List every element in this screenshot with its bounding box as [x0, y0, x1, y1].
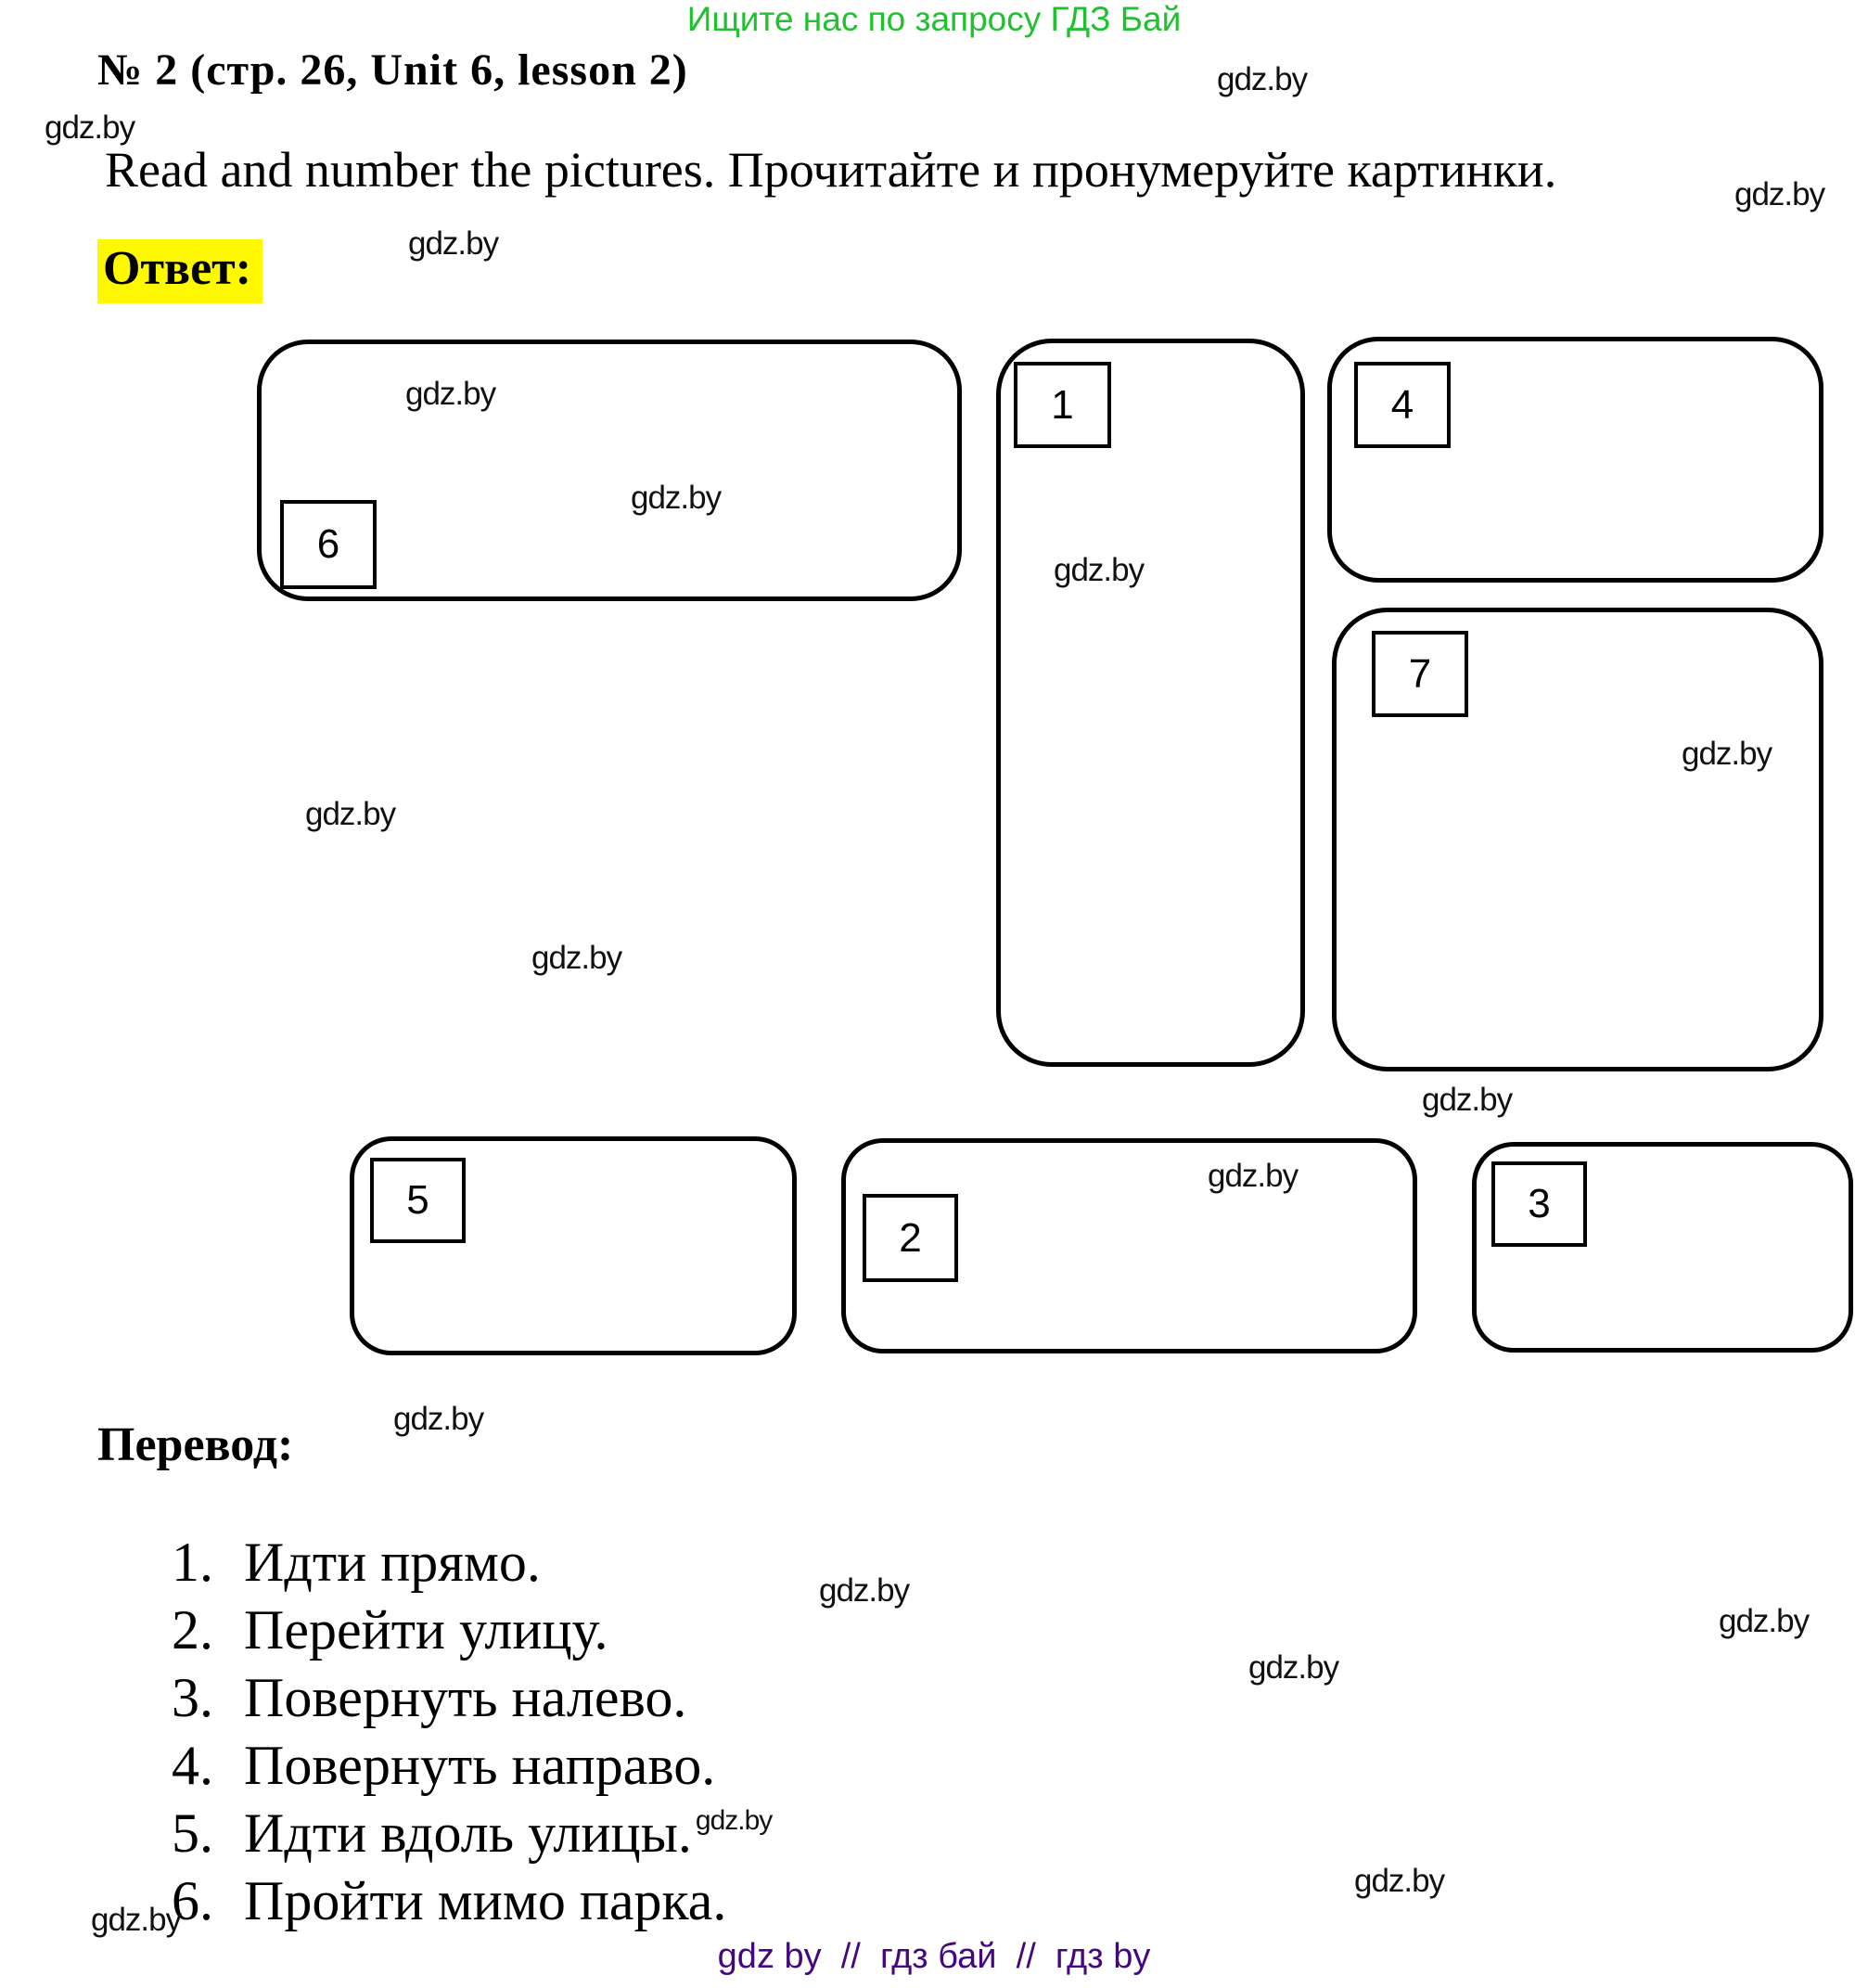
list-item-text: Идти прямо. — [244, 1532, 541, 1593]
watermark-gdz: gdz.by — [91, 1902, 182, 1938]
answer-number: 2 — [899, 1214, 922, 1261]
answer-number-box-6: 6 — [280, 500, 377, 589]
list-item-text: Идти вдоль улицы. — [244, 1802, 692, 1864]
exercise-title: № 2 (стр. 26, Unit 6, lesson 2) — [97, 45, 688, 95]
watermark-gdz: gdz.by — [1422, 1082, 1513, 1118]
answer-label: Ответ: — [97, 239, 263, 303]
picture-box-1 — [996, 339, 1305, 1067]
list-item-text: Перейти улицу. — [244, 1599, 608, 1661]
watermark-gdz: gdz.by — [1719, 1603, 1810, 1639]
answer-number-box-1: 1 — [1014, 362, 1111, 448]
answer-number: 4 — [1390, 381, 1414, 428]
translation-label: Перевод: — [97, 1418, 294, 1471]
watermark-gdz: gdz.by — [1054, 552, 1145, 588]
list-item-number: 4. — [172, 1735, 213, 1796]
list-item-text: Повернуть налево. — [244, 1667, 687, 1728]
list-item: 5. Идти вдоль улицы. gdz.by — [172, 1800, 773, 1867]
watermark-gdz: gdz.by — [1217, 61, 1308, 97]
answer-number-box-4: 4 — [1354, 362, 1451, 448]
watermark-gdz: gdz.by — [393, 1401, 484, 1437]
answer-number-box-2: 2 — [863, 1194, 958, 1282]
watermark-gdz: gdz.by — [695, 1805, 773, 1836]
answer-number: 6 — [316, 521, 340, 567]
site-banner: Ищите нас по запросу ГДЗ Бай — [686, 0, 1182, 38]
answer-number: 5 — [406, 1177, 429, 1223]
list-item-number: 3. — [172, 1667, 213, 1728]
list-item-text: Повернуть направо. — [244, 1735, 716, 1796]
list-item-number: 1. — [172, 1532, 213, 1593]
answer-number-box-7: 7 — [1372, 631, 1468, 717]
list-item: 3. Повернуть налево. — [172, 1664, 772, 1732]
watermark-gdz: gdz.by — [1354, 1863, 1445, 1899]
watermark-gdz: gdz.by — [405, 376, 496, 412]
list-item-number: 6. — [172, 1870, 213, 1931]
list-item: 4. Повернуть направо. — [172, 1732, 772, 1800]
translation-list: 1. Идти прямо. 2. Перейти улицу. 3. Пове… — [172, 1529, 773, 1935]
exercise-instruction: Read and number the pictures. Прочитайте… — [105, 142, 1557, 198]
answer-number-box-5: 5 — [370, 1158, 466, 1243]
watermark-gdz: gdz.by — [531, 940, 622, 976]
watermark-gdz: gdz.by — [305, 796, 396, 832]
list-item: 2. Перейти улицу. — [172, 1597, 772, 1664]
watermark-gdz: gdz.by — [1208, 1158, 1299, 1194]
watermark-gdz: gdz.by — [1734, 176, 1825, 212]
answer-number: 7 — [1408, 650, 1432, 697]
watermark-gdz: gdz.by — [45, 109, 135, 146]
watermark-gdz: gdz.by — [408, 225, 499, 262]
footer-links: gdz by // гдз бай // гдз by — [717, 1937, 1151, 1976]
watermark-gdz: gdz.by — [1682, 736, 1772, 772]
answer-number: 1 — [1051, 381, 1074, 428]
list-item-text: Пройти мимо парка. — [244, 1870, 727, 1931]
list-item-number: 5. — [172, 1802, 213, 1864]
watermark-gdz: gdz.by — [631, 480, 722, 516]
list-item: 6. Пройти мимо парка. — [172, 1867, 772, 1935]
watermark-gdz: gdz.by — [1248, 1649, 1339, 1686]
watermark-gdz: gdz.by — [819, 1572, 910, 1609]
answer-number: 3 — [1528, 1181, 1551, 1226]
list-item: 1. Идти прямо. — [172, 1529, 772, 1597]
list-item-number: 2. — [172, 1599, 213, 1661]
answer-number-box-3: 3 — [1491, 1161, 1587, 1247]
